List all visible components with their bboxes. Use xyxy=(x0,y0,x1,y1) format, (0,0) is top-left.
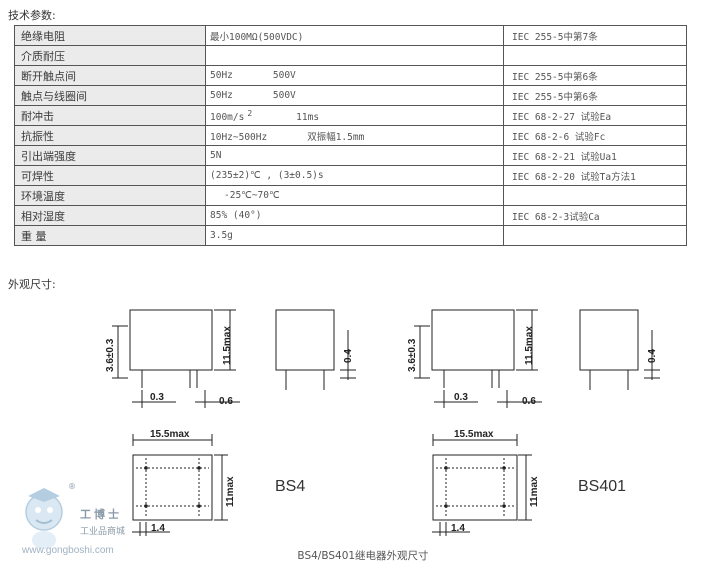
spec-name: 可焊性 xyxy=(14,165,206,186)
watermark-registered: ® xyxy=(68,482,76,491)
dim-width: 11max xyxy=(225,476,236,507)
spec-value-sup: 2 xyxy=(247,108,253,118)
dim-pin-offset: 0.3 xyxy=(454,392,468,403)
dim-height-body: 11.5max xyxy=(524,326,535,365)
spec-value: 最小100MΩ(500VDC) xyxy=(205,25,504,46)
spec-standard: IEC 68-2-21 试验Ua1 xyxy=(503,145,687,166)
spec-name: 断开触点间 xyxy=(14,65,206,86)
spec-name: 抗振性 xyxy=(14,125,206,146)
spec-value: 50Hz 500V xyxy=(205,65,504,86)
spec-value xyxy=(205,45,504,66)
top-view-left xyxy=(132,434,228,536)
mascot-logo-icon xyxy=(25,488,63,549)
spec-standard: IEC 68-2-3试验Ca xyxy=(503,205,687,226)
spec-standard: IEC 68-2-27 试验Ea xyxy=(503,105,687,126)
spec-value: 10Hz~500Hz 双振幅1.5mm xyxy=(205,125,504,146)
spec-table: 绝缘电阻 最小100MΩ(500VDC) IEC 255-5中第7条 介质耐压 … xyxy=(14,25,687,246)
spec-value-a: 100m/s xyxy=(210,111,245,123)
spec-value-a: 50Hz xyxy=(210,90,233,101)
spec-name: 环境温度 xyxy=(14,185,206,206)
spec-value-b: 11ms xyxy=(296,111,320,123)
dim-side-pin: 0.4 xyxy=(647,349,658,363)
side-view-left xyxy=(275,309,356,390)
spec-name: 触点与线圈间 xyxy=(14,85,206,106)
spec-value: 50Hz 500V xyxy=(205,85,504,106)
dimension-drawing: 3.6±0.3 11.5max 0.3 0.6 0.4 15.5max 11ma… xyxy=(105,309,660,536)
dimension-section-title: 外观尺寸: xyxy=(8,278,56,291)
spec-value: -25℃~70℃ xyxy=(205,185,504,206)
table-row: 介质耐压 xyxy=(14,45,687,66)
spec-value-b: 500V xyxy=(272,90,296,101)
spec-name: 绝缘电阻 xyxy=(14,25,206,46)
model-label-right: BS401 xyxy=(578,478,626,495)
dim-pin-width: 0.6 xyxy=(219,396,233,407)
dim-pitch: 1.4 xyxy=(151,523,165,534)
model-label-left: BS4 xyxy=(275,478,305,495)
table-row: 触点与线圈间 50Hz 500V IEC 255-5中第6条 xyxy=(14,85,687,106)
spec-name: 引出端强度 xyxy=(14,145,206,166)
spec-name: 耐冲击 xyxy=(14,105,206,126)
spec-standard xyxy=(503,225,687,246)
dim-height-body: 11.5max xyxy=(222,326,233,365)
spec-standard: IEC 255-5中第6条 xyxy=(503,85,687,106)
spec-standard: IEC 68-2-6 试验Fc xyxy=(503,125,687,146)
spec-value: 85% (40°) xyxy=(205,205,504,226)
watermark-subtitle: 工业品商城 xyxy=(80,527,126,537)
front-view-right xyxy=(414,309,542,408)
spec-standard: IEC 68-2-20 试验Ta方法1 xyxy=(503,165,687,186)
spec-standard xyxy=(503,185,687,206)
spec-value-b: 500V xyxy=(272,70,296,81)
spec-value-a: 10Hz~500Hz xyxy=(210,131,268,143)
spec-value: 5N xyxy=(205,145,504,166)
spec-name: 重 量 xyxy=(14,225,206,246)
dim-length: 15.5max xyxy=(454,429,494,440)
dim-height-pin: 3.6±0.3 xyxy=(407,338,418,372)
spec-name: 相对湿度 xyxy=(14,205,206,226)
table-row: 抗振性 10Hz~500Hz 双振幅1.5mm IEC 68-2-6 试验Fc xyxy=(14,125,687,146)
table-row: 绝缘电阻 最小100MΩ(500VDC) IEC 255-5中第7条 xyxy=(14,25,687,46)
front-view-left xyxy=(112,309,240,408)
spec-value: 3.5g xyxy=(205,225,504,246)
top-view-right xyxy=(432,434,532,536)
watermark-url: www.gongboshi.com xyxy=(22,545,114,556)
spec-name: 介质耐压 xyxy=(14,45,206,66)
table-row: 重 量 3.5g xyxy=(14,225,687,246)
dim-pin-offset: 0.3 xyxy=(150,392,164,403)
spec-value-text: -25℃~70℃ xyxy=(224,190,280,201)
table-row: 可焊性 (235±2)℃ , (3±0.5)s IEC 68-2-20 试验Ta… xyxy=(14,165,687,186)
table-row: 断开触点间 50Hz 500V IEC 255-5中第6条 xyxy=(14,65,687,86)
spec-value-b: 双振幅1.5mm xyxy=(307,131,365,143)
watermark-brand-name: 工博士 xyxy=(80,508,122,521)
spec-section-title: 技术参数: xyxy=(8,9,56,22)
dim-pitch: 1.4 xyxy=(451,523,465,534)
dim-width: 11max xyxy=(529,476,540,507)
table-row: 引出端强度 5N IEC 68-2-21 试验Ua1 xyxy=(14,145,687,166)
dim-height-pin: 3.6±0.3 xyxy=(105,338,116,372)
dim-pin-width: 0.6 xyxy=(522,396,536,407)
spec-standard: IEC 255-5中第6条 xyxy=(503,65,687,86)
spec-standard: IEC 255-5中第7条 xyxy=(503,25,687,46)
table-row: 环境温度 -25℃~70℃ xyxy=(14,185,687,206)
side-view-right xyxy=(579,309,660,390)
spec-standard xyxy=(503,45,687,66)
dim-side-pin: 0.4 xyxy=(343,349,354,363)
figure-caption: BS4/BS401继电器外观尺寸 xyxy=(297,550,429,562)
spec-value-a: 50Hz xyxy=(210,70,233,81)
dim-length: 15.5max xyxy=(150,429,190,440)
table-row: 相对湿度 85% (40°) IEC 68-2-3试验Ca xyxy=(14,205,687,226)
spec-value: (235±2)℃ , (3±0.5)s xyxy=(205,165,504,186)
